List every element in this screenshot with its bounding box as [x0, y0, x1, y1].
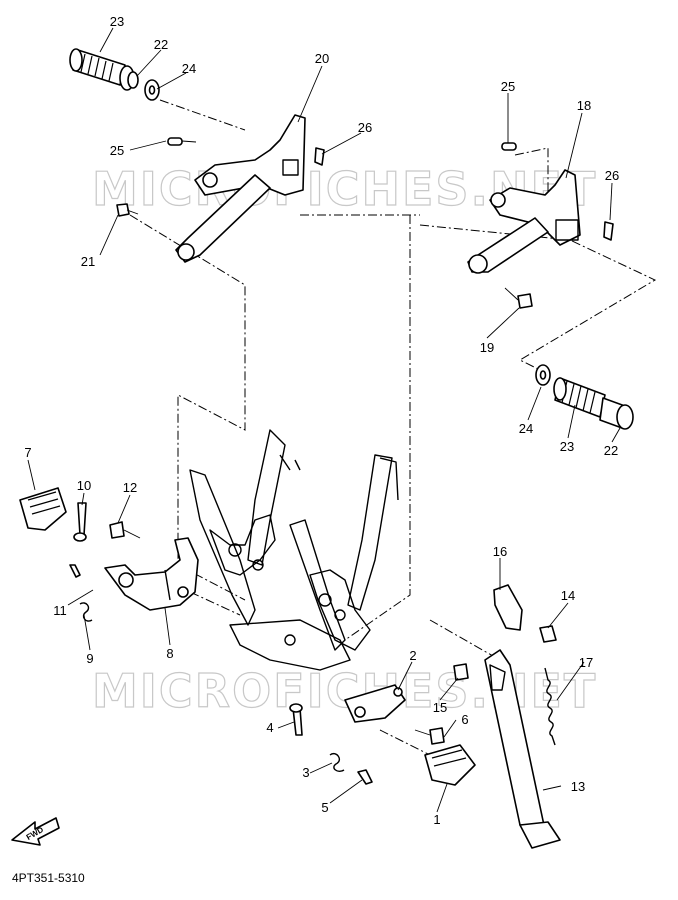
diagram-code: 4PT351-5310 — [12, 871, 85, 885]
callout-25-right: 25 — [501, 79, 515, 94]
footrest-bracket-left-20 — [175, 114, 306, 263]
cotter-11 — [69, 564, 81, 578]
collar-15 — [453, 663, 469, 681]
callout-22-left: 22 — [154, 37, 168, 52]
callout-16: 16 — [493, 544, 507, 559]
callout-24-left: 24 — [182, 61, 196, 76]
callout-10: 10 — [77, 478, 91, 493]
callout-23-right: 23 — [560, 439, 574, 454]
bracket-2 — [344, 684, 406, 723]
fwd-arrow-icon: FWD — [11, 817, 60, 846]
callout-17: 17 — [579, 655, 593, 670]
bolt-21 — [116, 203, 139, 217]
callout-18: 18 — [577, 98, 591, 113]
spring-3 — [329, 753, 345, 773]
callout-7: 7 — [24, 445, 31, 460]
callout-labels: 23 22 24 20 26 25 21 25 18 26 19 24 23 2… — [24, 14, 619, 827]
callout-20: 20 — [315, 51, 329, 66]
clip-left-26 — [314, 147, 325, 166]
callout-15: 15 — [433, 700, 447, 715]
washer-right-24 — [535, 364, 551, 386]
callout-12: 12 — [123, 480, 137, 495]
spring-17 — [544, 667, 556, 746]
footpeg-right-23 — [553, 377, 634, 430]
callout-leaders — [27, 27, 621, 813]
callout-9: 9 — [86, 651, 93, 666]
callout-8: 8 — [166, 646, 173, 661]
step-7 — [19, 487, 67, 531]
callout-13: 13 — [571, 779, 585, 794]
watermark-bottom: MICROFICHES.NET — [92, 664, 597, 718]
bolt-19 — [504, 287, 533, 309]
callout-4: 4 — [266, 720, 273, 735]
callout-3: 3 — [302, 765, 309, 780]
callout-26-left: 26 — [358, 120, 372, 135]
callout-11: 11 — [53, 603, 67, 618]
footrest-bracket-right-18 — [467, 169, 581, 274]
callout-6: 6 — [461, 712, 468, 727]
frame-section — [189, 429, 399, 671]
washer-left-24 — [144, 79, 160, 101]
pin-10 — [73, 502, 87, 542]
callout-5: 5 — [321, 800, 328, 815]
callout-2: 2 — [409, 648, 416, 663]
pin-left-25 — [167, 137, 197, 146]
pin-right-25 — [501, 142, 517, 151]
bolt-6 — [414, 727, 445, 745]
clip-right-26 — [603, 221, 614, 241]
bolt-12 — [109, 521, 141, 539]
callout-23-left: 23 — [110, 14, 124, 29]
callout-25-left: 25 — [110, 143, 124, 158]
callout-22-right: 22 — [604, 443, 618, 458]
bracket-16 — [493, 584, 523, 631]
callout-14: 14 — [561, 588, 575, 603]
callout-21: 21 — [81, 254, 95, 269]
callout-1: 1 — [433, 812, 440, 827]
pin-4 — [289, 703, 303, 736]
callout-26-right: 26 — [605, 168, 619, 183]
callout-24-right: 24 — [519, 421, 533, 436]
callout-19: 19 — [480, 340, 494, 355]
spring-9 — [79, 602, 93, 622]
footpeg-left-23 — [69, 48, 139, 91]
step-1 — [424, 744, 476, 786]
cotter-5 — [357, 769, 373, 785]
sidestand-13 — [484, 649, 561, 849]
pivot-14 — [539, 625, 557, 643]
bracket-8 — [104, 537, 199, 611]
